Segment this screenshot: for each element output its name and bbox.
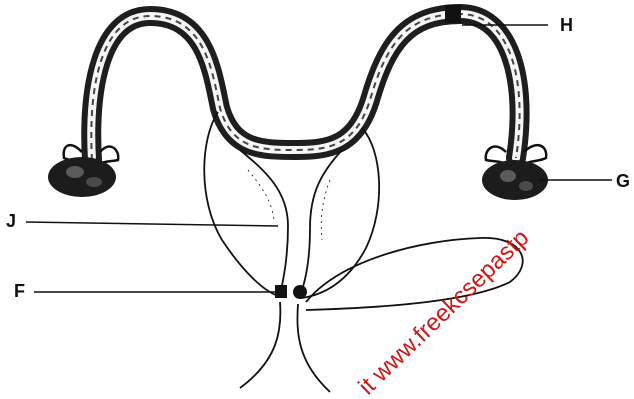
leader-line-j — [26, 222, 278, 226]
label-j: J — [6, 211, 16, 231]
cervix — [275, 285, 307, 299]
watermark: it www.freekcsepastp — [353, 224, 534, 399]
label-f: F — [14, 281, 25, 301]
label-h: H — [560, 15, 573, 35]
label-g: G — [616, 171, 630, 191]
oviduct-tube — [91, 5, 519, 160]
vagina — [240, 302, 330, 392]
left-ovary — [48, 157, 116, 197]
